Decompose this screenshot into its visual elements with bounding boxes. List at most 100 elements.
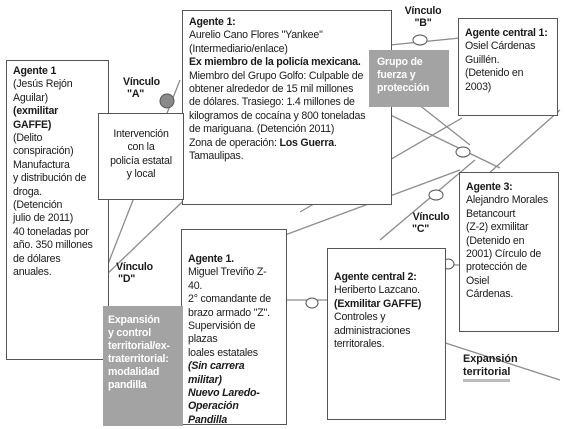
agent1-top-line: (Intermediario/enlace) <box>189 42 288 55</box>
agent1-top-line: obtener alrededor de 15 mil millones <box>189 83 354 96</box>
zone-suffix: . <box>333 136 337 149</box>
agent3-line: 2001) Círculo de <box>466 248 542 261</box>
agent3-line: Alejandro Morales <box>466 194 548 207</box>
central2-line: Heriberto Lazcano. <box>334 284 420 297</box>
expansion-control-line: modalidad <box>108 366 160 378</box>
agent1-left-line: (exmilitar <box>13 105 59 118</box>
link-b-label: Vínculo "B" <box>398 5 448 29</box>
intervention-line: y local <box>126 168 156 181</box>
central1-line: Osiel Cárdenas <box>465 40 536 53</box>
expansion-control-line: y control <box>108 327 151 339</box>
central1-line: 2003) <box>465 80 492 93</box>
intervention-line: con la <box>127 141 155 154</box>
agent1-left-line: (Detención <box>13 199 63 212</box>
central2-line: administraciones <box>334 324 411 337</box>
agent1-top-line: kilogramos de cocaína y 800 toneladas <box>189 109 366 122</box>
intervention-box: Intervención con la policía estatal y lo… <box>98 113 184 200</box>
agent1-left-line: julio de 2011) <box>13 212 74 225</box>
link-b-letter: "B" <box>414 17 432 29</box>
agent1-left-title: Agente 1 <box>13 65 57 77</box>
expansion-control-line: traterritorial: <box>108 353 169 365</box>
intervention-line: policía estatal <box>110 154 172 167</box>
link-a-letter: "A" <box>127 88 145 100</box>
agent1-top-title: Agente 1: <box>189 16 236 28</box>
agent3-box: Agente 3: Alejandro Morales Betancourt (… <box>459 172 559 332</box>
expansion-territorial-line: Expansión <box>463 353 518 365</box>
central1-line: (Detenido en <box>465 67 524 80</box>
agent1-left-line: droga. <box>13 185 42 198</box>
link-c-label: Vínculo "C" <box>406 211 456 235</box>
agent1-top-line: de dólares. Trasiego: 1.4 millones de <box>189 96 355 109</box>
link-node-right-1 <box>428 189 444 201</box>
agent1-bottom-box: Agente 1. Miguel Treviño Z-40. 2° comand… <box>181 229 287 426</box>
agent1-bottom-line: Supervisión de plazas <box>188 320 256 346</box>
link-d-title: Vínculo <box>116 261 153 273</box>
expansion-control-line: Expansión <box>108 314 160 326</box>
expansion-control-box: Expansión y control territorial/ex- trat… <box>103 306 183 426</box>
force-protection-line: protección <box>377 82 430 94</box>
agent1-bottom-line: Operación Pandilla <box>188 400 239 426</box>
central2-line: territorales. <box>334 338 385 351</box>
force-protection-box: Grupo de fuerza y protección <box>369 50 449 107</box>
zone-prefix: Zona de operación: <box>189 136 280 149</box>
agent1-top-line: Miembro del Grupo Golfo: Culpable de <box>189 69 364 82</box>
link-b-title: Vínculo <box>404 5 442 17</box>
link-top-agent3-line <box>379 109 501 169</box>
link-d-letter: "D" <box>118 273 136 285</box>
central1-title: Agente central 1: <box>465 27 548 39</box>
link-node-left-1 <box>305 297 319 309</box>
agent1-left-box: Agente 1 (Jesús Rejón Aguilar) (exmilita… <box>6 60 109 360</box>
intervention-line: Intervención <box>113 128 169 140</box>
agent1-top-line: Aurelio Cano Flores "Yankee" <box>189 29 323 42</box>
agent1-left-line: año. 350 millones <box>13 239 93 252</box>
agent1-top-line: Ex miembro de la policía mexicana. <box>189 56 361 69</box>
expansion-control-line: territorial/ex- <box>108 340 170 352</box>
agent1-bottom-line: Nuevo Laredo- <box>188 387 260 400</box>
agent3-line: Betancourt <box>466 207 516 220</box>
link-node-right-2 <box>455 146 471 158</box>
agent3-line: Cárdenas. <box>466 288 514 301</box>
central2-title: Agente central 2: <box>334 271 417 283</box>
agent3-line: (Detenido en <box>466 234 525 247</box>
agent1-top-line: Zona de operación: Los Guerra. <box>189 137 385 150</box>
agent1-top-line: Tamaulipas. <box>189 150 244 163</box>
link-c-title: Vínculo <box>412 211 450 223</box>
central1-box: Agente central 1: Osiel Cárdenas Guillén… <box>458 18 558 116</box>
central2-line: Controles y <box>334 311 386 324</box>
agent1-left-line: GAFFE) <box>13 118 52 131</box>
agent1-bottom-line: loales estatales <box>188 346 258 359</box>
agent1-left-line: conspiración) <box>13 145 74 158</box>
agent1-bottom-line: Miguel Treviño Z-40. <box>188 266 267 292</box>
agent1-left-line: (Delito <box>13 132 43 145</box>
agent1-bottom-line: (Sin carrera militar) <box>188 360 245 386</box>
expansion-territorial-label: Expansión territorial <box>463 353 553 382</box>
central2-line: (Exmilitar GAFFE) <box>334 297 422 310</box>
agent1-left-line: Aguilar) <box>13 91 48 104</box>
link-cross-line-4 <box>429 337 561 381</box>
agent1-left-line: (Jesús Rejón <box>13 78 73 91</box>
agent1-left-line: 40 toneladas por <box>13 225 89 238</box>
expansion-control-line: pandilla <box>108 379 147 391</box>
agent3-line: protección de Osiel <box>466 261 528 287</box>
agent3-title: Agente 3: <box>466 181 513 193</box>
agent1-bottom-line: 2° comandante de <box>188 293 271 306</box>
central2-box: Agente central 2: Heriberto Lazcano. (Ex… <box>327 248 446 420</box>
link-a-node <box>159 93 175 109</box>
force-protection-line: Grupo de <box>377 56 423 68</box>
expansion-territorial-line: territorial <box>463 366 511 382</box>
agent3-line: (Z-2) exmilitar <box>466 221 529 234</box>
agent1-left-line: de dólares <box>13 252 61 265</box>
force-protection-line: fuerza y <box>377 69 416 81</box>
central1-line: Guillén. <box>465 53 500 66</box>
link-c-letter: "C" <box>412 223 430 235</box>
link-b-node <box>412 34 428 46</box>
agent1-top-box: Agente 1: Aurelio Cano Flores "Yankee" (… <box>182 10 392 205</box>
agent1-bottom-title: Agente 1. <box>188 253 234 265</box>
agent1-left-line: Manufactura <box>13 158 70 171</box>
agent1-left-line: y distribución de <box>13 172 87 185</box>
zone-name: Los Guerra <box>279 136 334 149</box>
link-d-label: Vínculo "D" <box>116 261 166 285</box>
link-a-title: Vínculo <box>123 76 160 88</box>
link-a-label: Vínculo "A" <box>123 76 183 100</box>
agent1-bottom-line: brazo armado "Z". <box>188 306 270 319</box>
